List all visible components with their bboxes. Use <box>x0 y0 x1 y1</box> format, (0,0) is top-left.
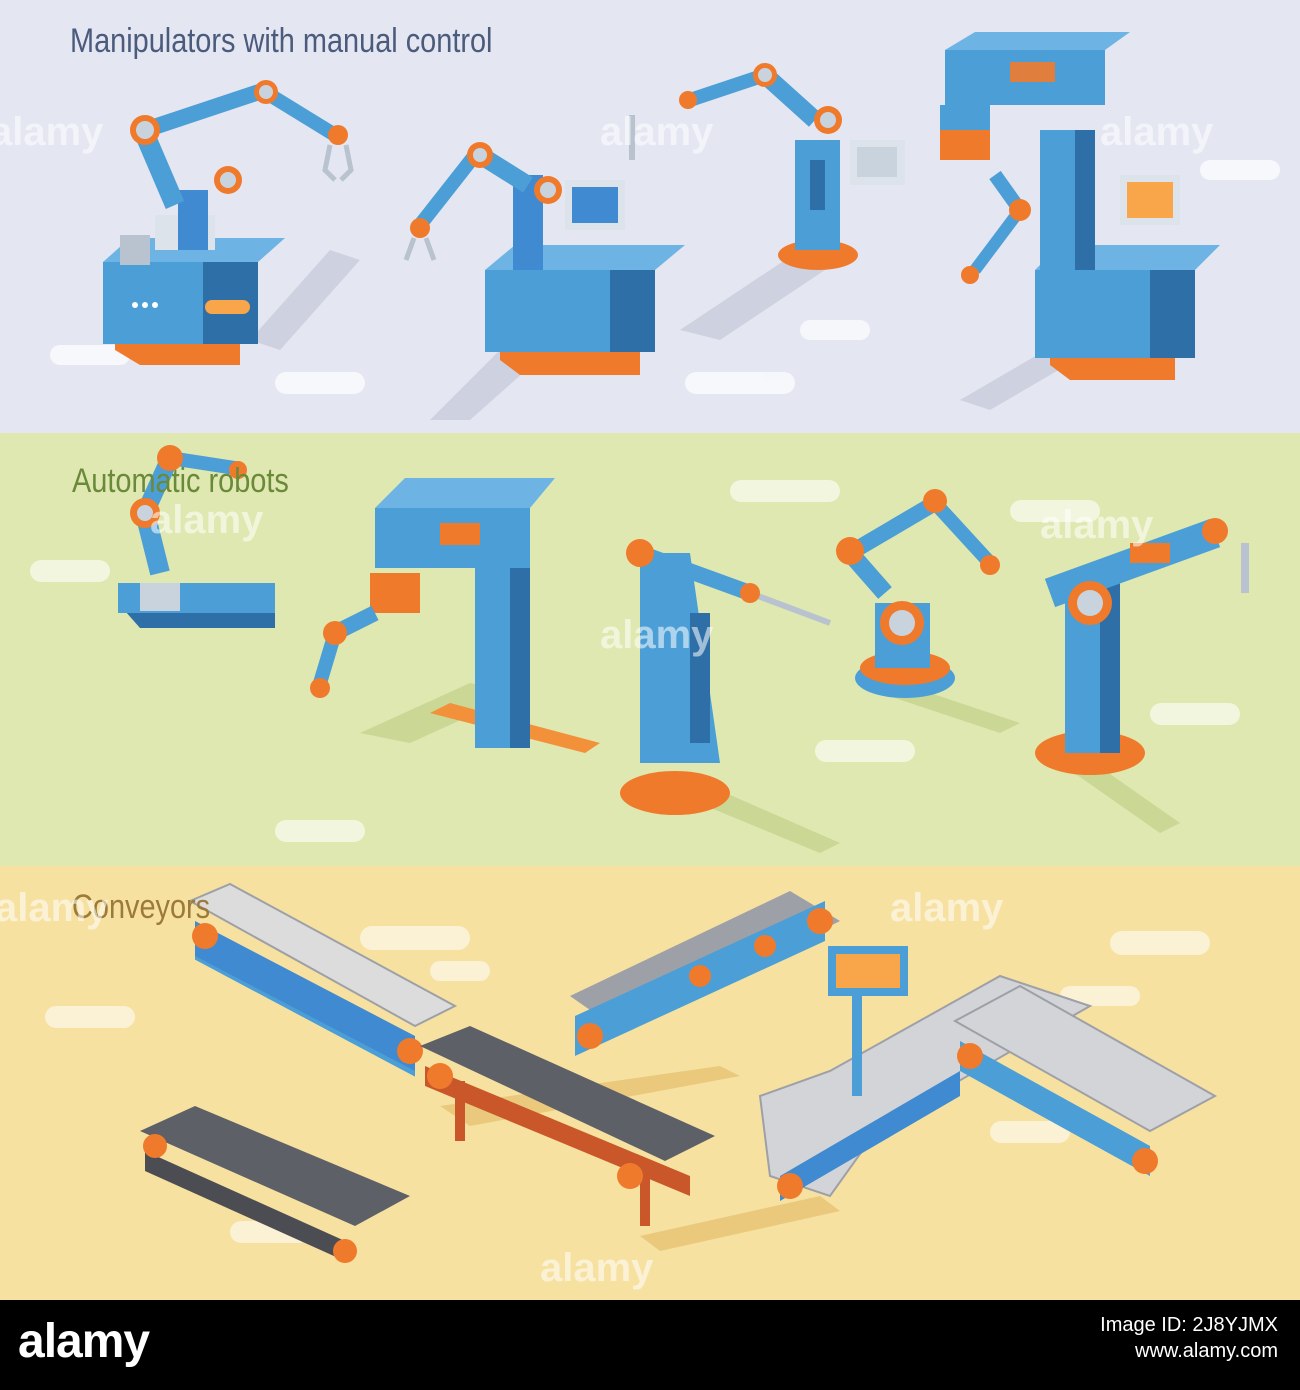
automatic-robot-4 <box>836 489 1000 698</box>
banner-heading: Automatic robots <box>72 462 289 500</box>
conveyor-2 <box>570 891 840 1056</box>
watermark-text: alamy <box>600 110 714 154</box>
watermark-text: alamy <box>1100 110 1214 154</box>
footer-image-info: Image ID: 2J8YJMX www.alamy.com <box>1100 1312 1278 1364</box>
manipulator-robot-4 <box>940 32 1220 380</box>
conveyor-3 <box>420 1026 715 1226</box>
image-id: Image ID: 2J8YJMX <box>1100 1314 1278 1336</box>
site-url: www.alamy.com <box>1135 1340 1278 1362</box>
watermark-text: alamy <box>0 110 104 154</box>
conveyor-1 <box>187 882 458 1077</box>
automatic-robot-5 <box>1035 518 1249 775</box>
conveyor-4 <box>140 1106 410 1263</box>
banner-heading: Conveyors <box>72 888 211 926</box>
conveyors-illustration <box>45 882 1218 1263</box>
watermark-text: alamy <box>0 886 109 930</box>
automatic-robot-2 <box>310 478 600 753</box>
robots-illustration <box>30 445 1249 853</box>
banner-heading: Manipulators with manual control <box>70 22 493 60</box>
banner-manipulators: Manipulators with manual control alamy a… <box>0 0 1300 433</box>
watermark-text: alamy <box>890 886 1004 930</box>
conveyor-5 <box>758 946 1218 1201</box>
automatic-robot-1 <box>118 445 275 628</box>
manipulator-robot-1 <box>103 80 354 365</box>
watermark-text: alamy <box>150 498 264 542</box>
banner-automatic-robots: Automatic robots alamy alamy alamy <box>0 433 1300 866</box>
watermark-text: alamy <box>600 613 714 657</box>
footer-logo: alamy <box>18 1315 150 1368</box>
manipulators-illustration <box>50 32 1280 420</box>
watermark-text: alamy <box>540 1246 654 1290</box>
banner-conveyors: Conveyors alamy alamy alamy <box>0 866 1300 1300</box>
manipulator-robot-3 <box>629 63 905 270</box>
automatic-robot-3 <box>620 539 832 815</box>
watermark-text: alamy <box>1040 503 1154 547</box>
manipulator-robot-2 <box>403 142 685 375</box>
footer-bar: alamy Image ID: 2J8YJMX www.alamy.com <box>0 1300 1300 1390</box>
